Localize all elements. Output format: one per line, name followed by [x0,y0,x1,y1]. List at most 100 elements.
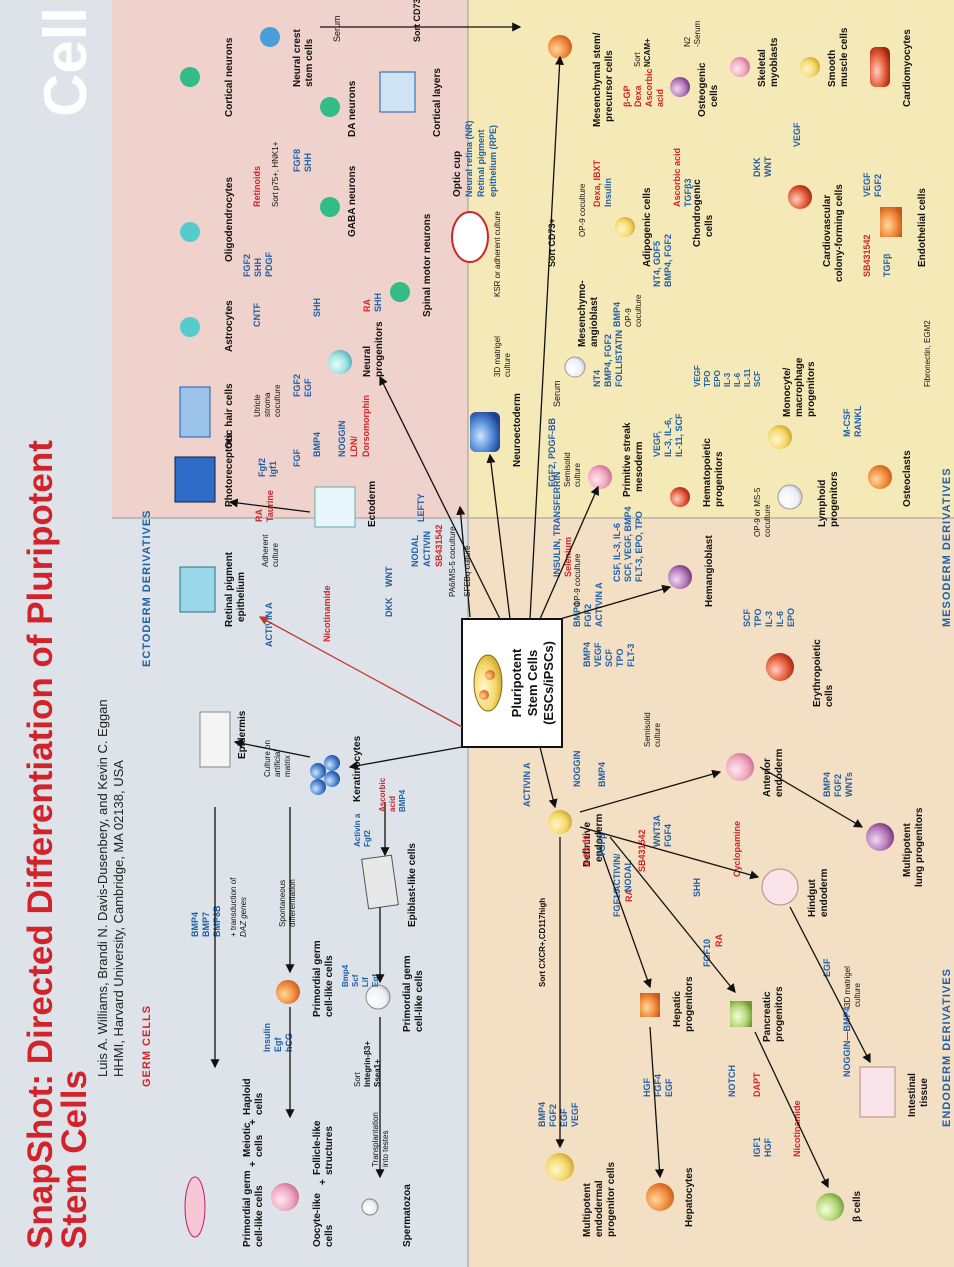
arrow-epidermis [233,739,311,758]
meso-n2-2: -Serum [693,20,702,47]
hindgut-icon [761,868,799,906]
label-ecto: ECTODERM DERIVATIVES [141,509,153,667]
arrow-kera [348,746,463,771]
endo-panc-2: progenitors [774,986,785,1042]
meso-tpo2: TPO [753,608,763,627]
endo-lung-1: Multipotent [902,822,913,877]
neural-crest-icon [260,27,280,47]
meso-nt4-1: NT4 [592,370,602,387]
endo-noggin-bmp4: NOGGIN—BMP4 [842,1006,852,1077]
gaba-icon [320,197,340,217]
ecto-fgf8: FGF8 [292,149,302,172]
endo-def-2: endoderm [594,814,605,862]
meso-vegffgf-2: FGF2 [873,174,883,197]
meso-chondro-1: Chondrogenic [692,179,703,247]
affiliation: HHMI, Harvard University, Cambridge, MA … [111,760,126,1077]
ecto-ra: RA [254,509,264,522]
arrow-endo-def [539,746,558,809]
germ-activin: Activin a [353,813,362,847]
germ-plus-1: + [248,1161,259,1167]
germ-scf: Scf [351,974,360,987]
endo-shh: SHH [692,878,702,897]
da-neuron-icon [320,97,340,117]
oocyte-icon [271,1183,299,1211]
germ-pgc-2: cell-like cells [254,1185,265,1247]
optic-cup-icon [451,211,489,263]
meso-mono-2: macrophage [794,357,805,417]
meso-endothelial: Endothelial cells [917,188,928,267]
endo-matrigel-2: culture [853,982,862,1007]
ecto-matrix-1: Culture on [263,740,272,777]
meso-csf-3: FLT-3, EPO, TPO [634,511,644,582]
meso-sortncam-1: Sort [633,52,642,67]
endo-fgf4: FGF4 [653,1074,663,1097]
title-line1: SnapShot: Directed Differentiation of Pl… [21,440,60,1249]
meso-tgfb3: TGFβ3 [683,179,693,208]
pgc-dish-icon [184,1176,206,1238]
meso-hema-2: progenitors [714,451,725,507]
meso-vegfil-2: IL-3, IL-6, [663,417,673,457]
endo-hep-2: progenitors [684,976,695,1032]
ecto-rpe2-1: Retinal pigment [476,129,486,197]
germ-haploid: Haploid [242,1078,253,1115]
ecto-adherent-1: Adherent [261,534,270,567]
cortical-neuron-icon [180,67,200,87]
epiblast-icon [361,854,399,910]
endo-tgfb: TGFβ [597,833,607,857]
endo-sb: SB431542 [637,829,647,872]
meso-nt4-3: FOLLISTATIN [614,330,624,387]
endo-cyclopamine: Cyclopamine [732,821,742,877]
center-cell-b [485,670,495,680]
center-line2: Stem Cells [525,650,540,716]
meso-nt4gdf-2: BMP4, FGF2 [663,234,673,287]
meso-il6: IL-6 [775,611,785,627]
arrow-endo-hep [599,846,652,989]
meso-tpo: TPO [615,648,625,667]
germ-transplant-2: into testes [381,1131,390,1167]
meso-lymph-2: progenitors [829,471,840,527]
ecto-sortp75: Sort p75+, HNK1+ [271,141,280,207]
endo-activin-nodal-2: NODAL [623,860,633,892]
arrow-neuroecto [486,453,511,620]
meso-vegfg-1: VEGF [693,365,702,387]
ecto-sb: SB431542 [434,524,444,567]
germ-integrin: Integrin-β3+ [363,1041,372,1087]
skeletal-icon [730,57,750,77]
neuroectoderm-icon [470,412,500,452]
arrow-meso-3 [529,55,565,620]
meso-vegfg-7: SCF [753,371,762,387]
germ-egf: Egf [273,1036,283,1052]
endo-hepatocytes: Hepatocytes [684,1167,695,1227]
arrow-ecto [456,505,471,618]
endo-hgf2: HGF [763,1138,773,1158]
photoreceptor-icon [174,456,216,503]
authors: Luis A. Williams, Brandi N. Davis-Dusenb… [95,699,110,1077]
ecto-dorso: Dorsomorphin [361,395,371,457]
definitive-icon [548,810,572,834]
ecto-cntf: CNTF [252,303,262,327]
meso-bgp: β-GP [622,86,632,108]
endo-fgf10: FGF10 [612,889,622,917]
germ-pgclike-1: Primordial germ [312,940,323,1017]
endo-bmp4b: BMP4 [597,762,607,787]
germ-oocyte-2: cells [324,1224,335,1247]
meso-csf-1: CSF, IL-3, IL-6 [612,523,622,582]
ecto-fgf2shh-1: FGF2 [242,254,252,277]
germ-haploid-cells: cells [254,1092,265,1115]
ecto-opticcup: Optic cup [452,151,463,197]
endo-ant-1: Anterior [762,758,773,797]
ecto-np-2: progenitors [374,321,385,377]
meso-semisolid-1: Semisolid [643,712,652,747]
ecto-neuroectoderm: Neuroectoderm [512,393,523,467]
meso-mcsf: M-CSF [842,408,852,437]
ecto-shh2: SHH [373,293,383,312]
ecto-igf1: Igf1 [268,461,278,477]
ecto-rpe-2: epithelium [236,572,247,622]
meso-cv-1: Cardiovascular [822,195,833,267]
germ-bmp7: BMP7 [201,912,211,937]
mesenchymal-icon [548,35,572,59]
meso-cv-2: colony-forming cells [834,184,845,282]
arrow-meso-2 [539,485,600,620]
sperm-icon [361,1198,379,1216]
